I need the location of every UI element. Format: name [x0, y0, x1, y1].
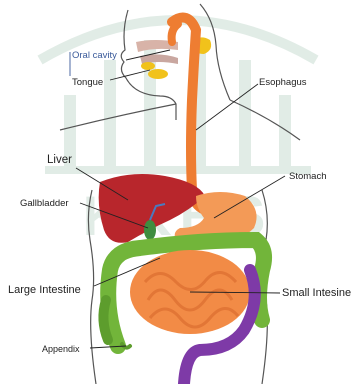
label-liver: Liver [47, 155, 72, 167]
label-esophagus: Esophagus [259, 78, 307, 88]
label-tongue: Tongue [72, 78, 103, 88]
label-small-intestine: Small Intesine [282, 288, 351, 299]
label-appendix: Appendix [42, 345, 80, 354]
label-large-intestine: Large Intestine [8, 285, 81, 296]
label-stomach: Stomach [289, 172, 327, 182]
label-gallbladder: Gallbladder [20, 199, 69, 209]
label-oral-cavity: Oral cavity [72, 51, 117, 61]
